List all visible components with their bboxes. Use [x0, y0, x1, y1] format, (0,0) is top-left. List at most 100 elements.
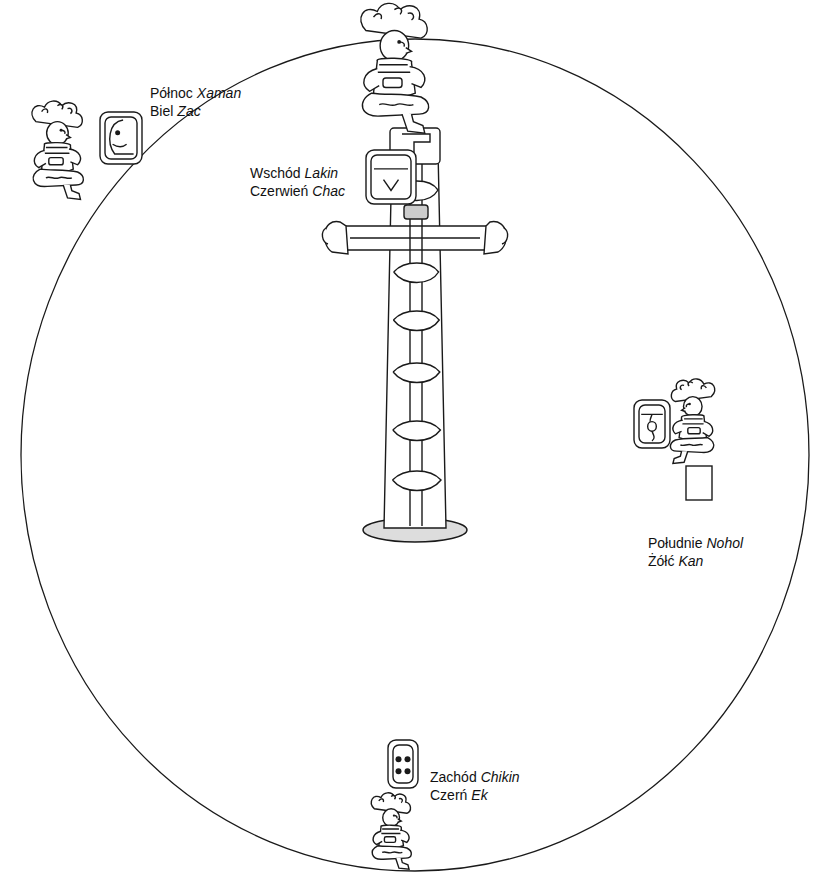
- deity-figure: [688, 403, 690, 405]
- direction-label-line: CzerńEk: [430, 786, 488, 804]
- polish-term: Żółć: [648, 552, 674, 570]
- deity-figure: [670, 438, 713, 453]
- deity-figure: [682, 404, 689, 411]
- deity-figure: [382, 851, 402, 853]
- deity-figure: [383, 78, 402, 88]
- deity-figure: [682, 419, 704, 424]
- deity-figure: [49, 158, 63, 165]
- deity-figure: [679, 415, 706, 441]
- day-glyph: [639, 405, 665, 443]
- day-glyph: [110, 120, 134, 154]
- maya-term: Zac: [177, 102, 200, 120]
- deity-figure: [361, 3, 429, 133]
- deity-figure: [371, 793, 411, 869]
- day-glyph: [366, 150, 416, 204]
- deity-figure: [400, 830, 409, 842]
- polish-term: Biel: [150, 102, 173, 120]
- maya-term: Chac: [312, 182, 345, 200]
- world-tree-cross: [394, 263, 439, 283]
- day-glyph: [405, 768, 411, 774]
- world-tree-cross: [393, 363, 440, 383]
- polish-term: Zachód: [430, 768, 477, 786]
- world-tree-cross: [404, 205, 428, 219]
- world-circle: [21, 39, 809, 871]
- deity-figure: [673, 451, 688, 463]
- deity-figure: [410, 67, 425, 88]
- pedestal: [686, 466, 712, 500]
- deity-figure: [44, 148, 70, 154]
- deity-figure: [34, 150, 46, 167]
- direction-label-line: ŻółćKan: [648, 552, 703, 570]
- deity-figure: [680, 382, 706, 390]
- day-glyph: [388, 740, 418, 788]
- day-glyph: [405, 756, 411, 762]
- deity-figure: [42, 143, 74, 173]
- deity-figure: [673, 420, 683, 434]
- deity-figure: [397, 40, 401, 44]
- maya-term: Kan: [678, 552, 703, 570]
- day-glyph: [374, 168, 408, 169]
- deity-figure: [60, 129, 63, 132]
- deity-figure: [379, 796, 403, 803]
- deity-figure: [33, 169, 83, 186]
- day-glyph: [100, 112, 142, 164]
- world-tree-cross: [322, 128, 507, 542]
- deity-figure: [62, 130, 71, 139]
- deity-figure: [703, 421, 713, 436]
- deity-figure: [374, 58, 416, 97]
- maya-term: Nohol: [707, 534, 744, 552]
- direction-label-line: BielZac: [150, 102, 201, 120]
- polish-term: Północ: [150, 84, 193, 102]
- deity-figure: [63, 185, 80, 199]
- deity-figure: [400, 42, 411, 53]
- day-glyph: [384, 180, 399, 191]
- polish-term: Czerń: [430, 786, 467, 804]
- polish-term: Wschód: [250, 164, 301, 182]
- day-glyph: [634, 400, 670, 448]
- deity-figure: [688, 428, 700, 434]
- direction-label-line: WschódLakin: [250, 164, 338, 182]
- world-tree-cross: [393, 421, 441, 441]
- deity-figure: [373, 831, 382, 844]
- day-glyph: [648, 422, 657, 432]
- world-tree-cross: [350, 164, 480, 526]
- world-tree-cross: [393, 471, 442, 491]
- direction-label-line: PołudnieNohol: [648, 534, 743, 552]
- day-glyph: [105, 117, 137, 159]
- world-tree-cross: [324, 222, 348, 254]
- deity-figure: [381, 829, 401, 833]
- deity-figure: [377, 65, 411, 73]
- deity-figure: [42, 105, 72, 114]
- deity-figure: [362, 93, 428, 116]
- direction-label-line: PółnocXaman: [150, 84, 241, 102]
- day-glyph: [641, 414, 663, 440]
- deity-figure: [69, 149, 81, 165]
- day-glyph: [393, 745, 413, 783]
- world-tree-cross: [322, 228, 507, 244]
- deity-figure: [46, 177, 72, 178]
- day-glyph: [100, 112, 142, 164]
- polish-term: Południe: [648, 534, 703, 552]
- day-glyph: [115, 130, 120, 135]
- deity-figure: [670, 379, 714, 464]
- deity-figure: [374, 8, 414, 20]
- maya-term: Ek: [471, 786, 487, 804]
- deity-figure: [364, 69, 379, 92]
- deity-figure: [680, 444, 702, 445]
- deity-figure: [32, 101, 83, 199]
- deity-figure: [384, 837, 395, 843]
- day-glyph: [388, 740, 418, 788]
- day-glyph: [366, 150, 416, 204]
- day-glyph: [634, 400, 670, 448]
- deity-figure: [393, 814, 395, 816]
- maya-term: Chikin: [481, 768, 520, 786]
- deity-figure: [402, 114, 425, 133]
- deity-figure: [396, 858, 409, 869]
- direction-label-line: CzerwieńChac: [250, 182, 345, 200]
- day-glyph: [371, 155, 411, 199]
- day-glyph: [396, 756, 402, 762]
- day-glyph: [113, 144, 127, 147]
- maya-term: Xaman: [197, 84, 241, 102]
